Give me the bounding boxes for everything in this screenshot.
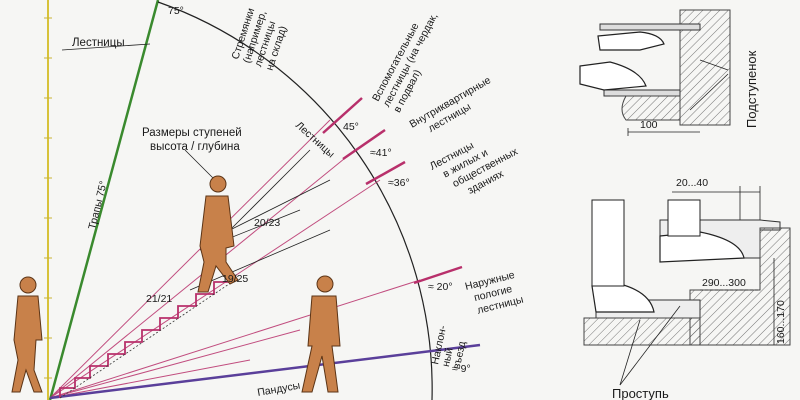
step-sizes-title-1: Размеры ступеней — [142, 127, 242, 139]
step-ratio-19-25: 19/25 — [222, 273, 248, 285]
auxiliary-label: Вспомогательные лестницы (на чердак, в п… — [370, 11, 440, 115]
angle-arc — [157, 1, 433, 400]
angle-41-label: ≈41° — [370, 147, 392, 159]
tread-width-100: 100 — [640, 119, 658, 131]
angle-45-label: 45° — [343, 121, 359, 133]
angle-markers — [322, 97, 463, 285]
overhang-dim: 20...40 — [676, 177, 708, 189]
staircase-edge — [59, 281, 233, 399]
step-ratio-21-21: 21/21 — [146, 293, 172, 305]
staircase — [59, 281, 232, 398]
outdoor-label: Наружные пологие лестницы — [464, 269, 525, 317]
step-sizes-title-2: высота / глубина — [150, 141, 240, 153]
angle-75-label: 75° — [168, 5, 184, 17]
tread-label: Проступь — [612, 386, 669, 400]
angle-36-label: ≈36° — [388, 177, 410, 189]
stepladders-label: Стремянки (например, лестницы на склад) — [229, 6, 289, 72]
axis-ticks — [44, 17, 52, 379]
angle-20-label: ≈ 20° — [428, 281, 453, 293]
ladders-title-label: Лестницы — [72, 37, 125, 49]
person-figure-stairs — [197, 175, 239, 293]
riser-label: Подступенок — [744, 50, 759, 128]
svg-text:ный: ный — [440, 346, 456, 367]
height-dim: 160...170 — [775, 300, 787, 344]
ladders-75-label: Трапы 75° — [86, 180, 110, 231]
stair-detail-top — [579, 9, 731, 136]
interapartment-label: Внутриквартирные лестницы — [408, 74, 494, 135]
ramp-line — [49, 343, 481, 400]
ramps-label: Пандусы — [256, 380, 301, 399]
step-ratio-20-23: 20/23 — [254, 217, 280, 229]
depth-dim: 290...300 — [702, 277, 746, 289]
angle-9-label: ≈ 9° — [452, 363, 471, 375]
residential-label: Лестницы в жилых и общественных зданиях — [428, 140, 521, 197]
stair-detail-bottom — [583, 186, 791, 386]
ladder-75-line — [48, 0, 160, 400]
person-figure-ramp — [301, 275, 341, 393]
svg-text:въезд: въезд — [451, 340, 469, 370]
angle-rays — [49, 119, 421, 399]
person-figure-left — [11, 276, 43, 393]
